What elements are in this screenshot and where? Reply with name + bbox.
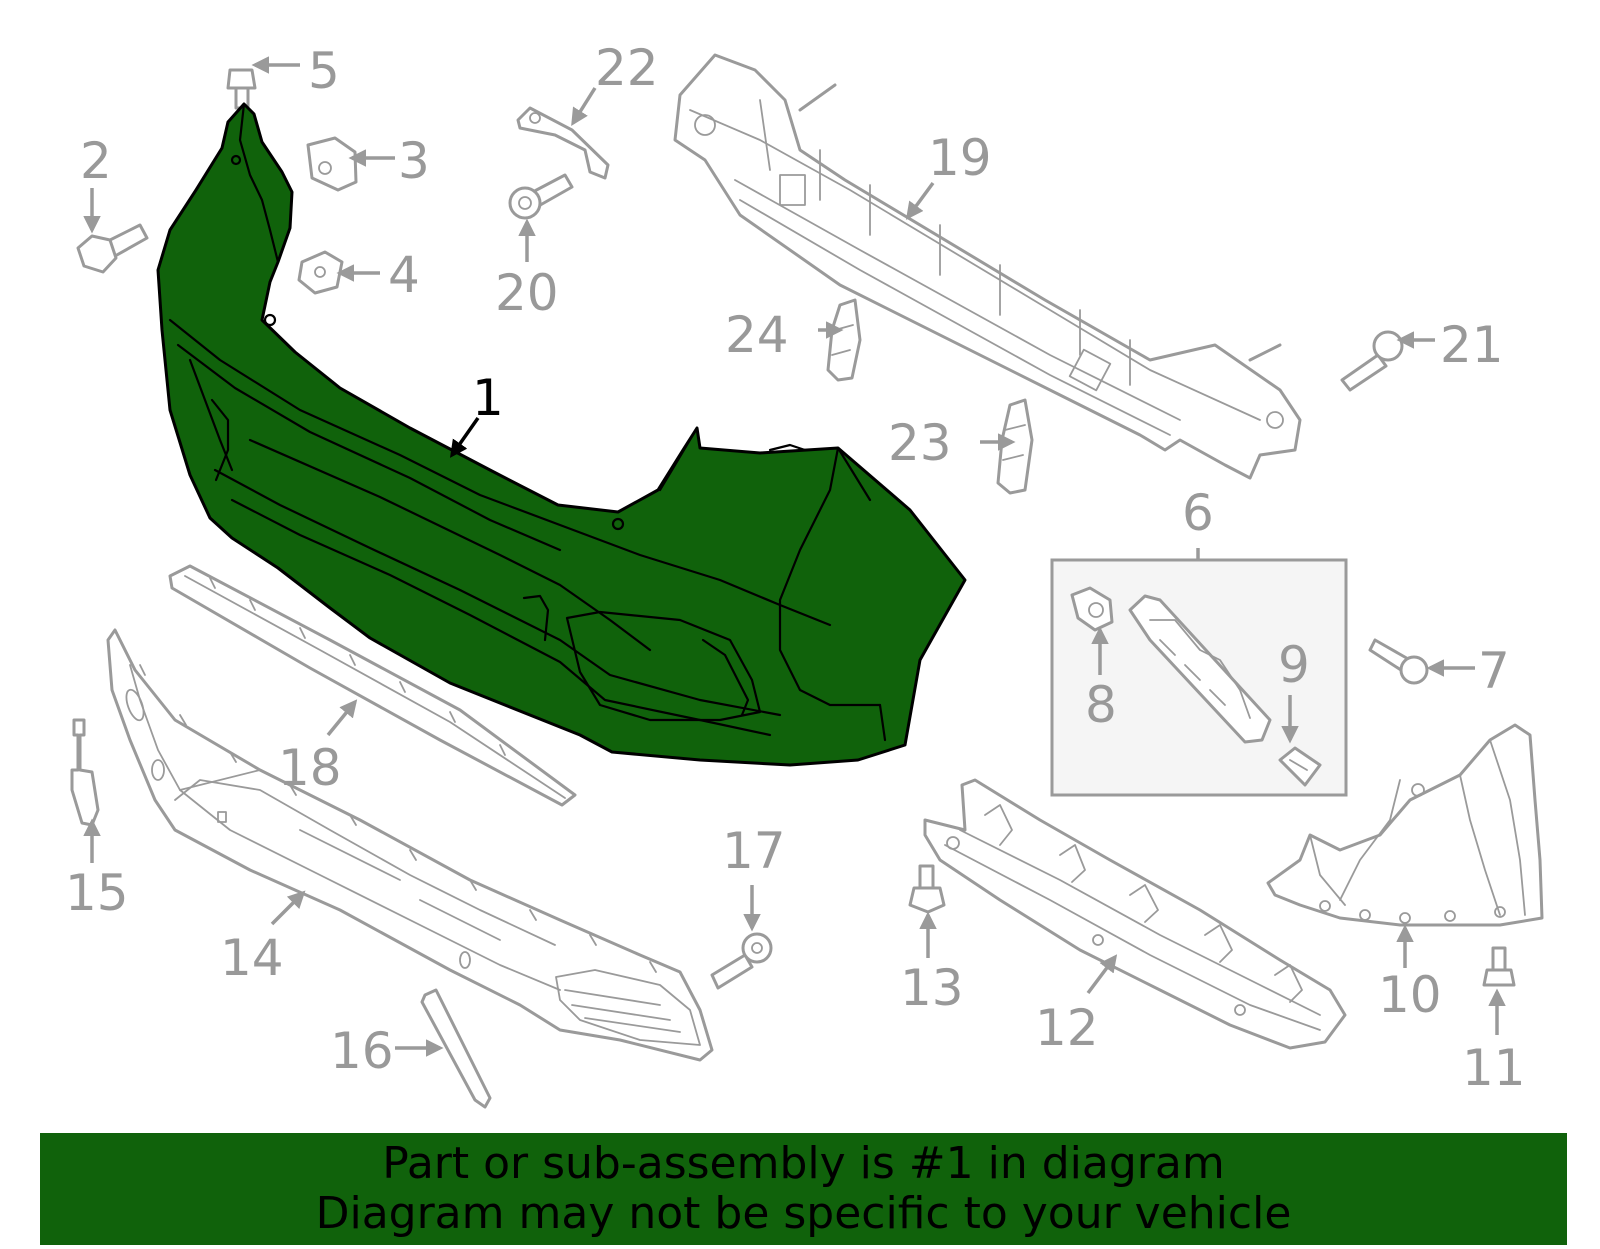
callout-14: 14 xyxy=(220,929,284,987)
callout-17: 17 xyxy=(722,822,786,880)
clip-part-11 xyxy=(1482,946,1516,987)
clip-part-13 xyxy=(908,864,946,914)
deflector-part-12 xyxy=(923,778,1347,1050)
screw-part-17 xyxy=(710,932,773,990)
callout-12: 12 xyxy=(1035,999,1099,1057)
bumper-cover-part-1 xyxy=(156,102,967,767)
bracket-part-24 xyxy=(826,298,862,382)
callout-23: 23 xyxy=(888,414,952,472)
bracket-part-15 xyxy=(70,718,100,827)
reinforcement-beam-part-19 xyxy=(673,53,1302,480)
callout-10: 10 xyxy=(1378,966,1442,1024)
callout-6: 6 xyxy=(1182,484,1214,542)
leader-arrows xyxy=(83,56,1506,1057)
callout-13: 13 xyxy=(900,959,964,1017)
callout-16: 16 xyxy=(330,1022,394,1080)
bolt-part-21 xyxy=(1340,330,1404,392)
callout-4: 4 xyxy=(388,246,420,304)
splash-shield-part-10 xyxy=(1266,723,1544,927)
info-banner: Part or sub-assembly is #1 in diagram Di… xyxy=(40,1133,1567,1245)
callout-1: 1 xyxy=(472,369,504,427)
callout-5: 5 xyxy=(308,42,340,100)
callout-9: 9 xyxy=(1278,636,1310,694)
callout-11: 11 xyxy=(1462,1039,1526,1097)
bolt-part-2 xyxy=(76,223,149,274)
callout-24: 24 xyxy=(725,306,789,364)
callout-21: 21 xyxy=(1440,316,1504,374)
bracket-part-23 xyxy=(996,398,1034,495)
callout-7: 7 xyxy=(1478,642,1510,700)
callout-labels: 1 2 3 4 5 6 7 8 9 10 11 12 13 14 15 16 1… xyxy=(65,39,1526,1097)
callout-18: 18 xyxy=(278,739,342,797)
callout-8: 8 xyxy=(1085,676,1117,734)
callout-15: 15 xyxy=(65,864,129,922)
banner-line-2: Diagram may not be specific to your vehi… xyxy=(315,1188,1292,1239)
callout-2: 2 xyxy=(80,132,112,190)
bolt-part-7 xyxy=(1368,638,1429,685)
molding-part-18 xyxy=(168,564,577,807)
assembly-group-box-part-6 xyxy=(1050,548,1348,797)
banner-line-1: Part or sub-assembly is #1 in diagram xyxy=(382,1138,1225,1189)
lower-valance-part-14 xyxy=(106,628,714,1062)
callout-3: 3 xyxy=(398,132,430,190)
parts-diagram: 1 2 3 4 5 6 7 8 9 10 11 12 13 14 15 16 1… xyxy=(65,39,1544,1109)
callout-20: 20 xyxy=(495,264,559,322)
bolt-part-20 xyxy=(508,173,574,220)
callout-19: 19 xyxy=(928,129,992,187)
bolt-part-5 xyxy=(226,68,257,110)
reflector-part-16 xyxy=(420,988,492,1109)
clip-part-3 xyxy=(306,136,358,192)
bracket-part-22 xyxy=(516,106,610,180)
nut-part-4 xyxy=(297,250,344,295)
callout-22: 22 xyxy=(595,39,659,97)
